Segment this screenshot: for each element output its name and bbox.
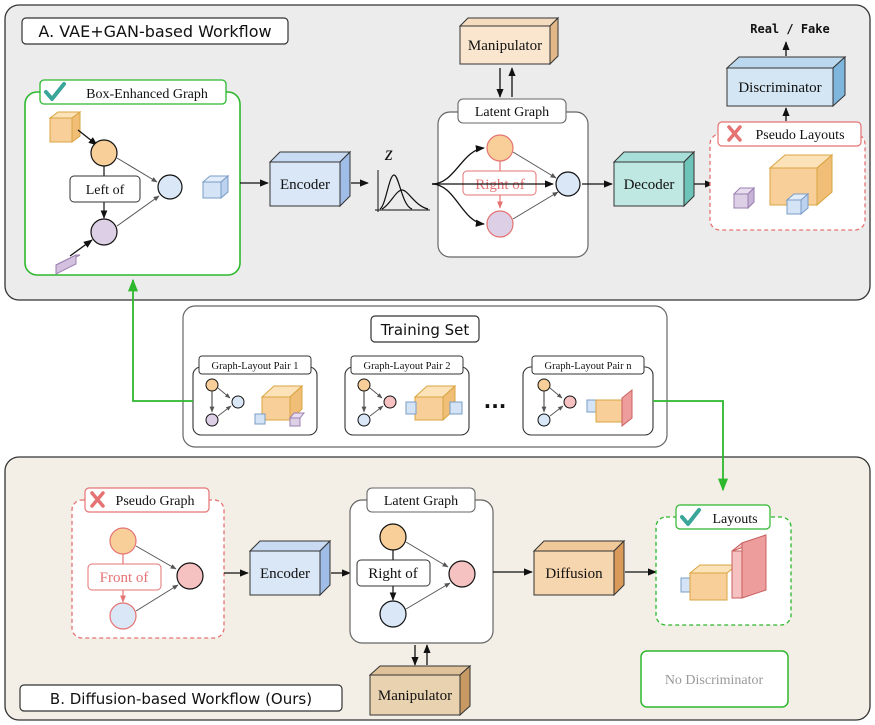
panel-b-title: B. Diffusion-based Workflow (Ours): [50, 690, 312, 708]
check-icon: [680, 508, 701, 526]
training-to-panel-a-arrow: [127, 278, 193, 402]
cross-icon: [90, 491, 105, 508]
distribution-icon: [375, 170, 430, 212]
latent-pink-node-b: [448, 560, 476, 588]
encoder-block-a: [268, 150, 352, 208]
latent-graph-title-a: Latent Graph: [475, 105, 549, 120]
decoder-label: Decoder: [624, 177, 675, 193]
pseudo-blue-node: [109, 602, 137, 630]
no-discriminator-box: [640, 650, 789, 708]
manipulator-block-b: [368, 664, 472, 717]
graph-layout-pair-n: Graph-Layout Pair n: [522, 355, 654, 436]
pair-1-label: Graph-Layout Pair 1: [212, 361, 299, 372]
decoder-block: [612, 150, 696, 208]
manipulator-label-b: Manipulator: [378, 688, 452, 704]
encoder-block-b: [248, 539, 332, 597]
pair-2-label: Graph-Layout Pair 2: [364, 361, 451, 372]
pseudo-layouts-title: Pseudo Layouts: [755, 128, 844, 143]
latent-blue-node-b: [379, 600, 407, 628]
blue-cube-icon: [201, 174, 230, 200]
training-set-title: Training Set: [380, 321, 470, 339]
latent-graph-title-b: Latent Graph: [384, 494, 458, 509]
panel-b: Pseudo Graph Front of Encoder Latent Gra…: [4, 456, 871, 721]
graph-layout-pair-1: Graph-Layout Pair 1: [192, 355, 318, 436]
no-discriminator-label: No Discriminator: [665, 673, 764, 688]
real-fake-label: Real / Fake: [750, 22, 829, 36]
diffusion-block: [532, 539, 626, 597]
edge-right-of-a: Right of: [475, 177, 525, 193]
edge-left-of: Left of: [86, 183, 125, 198]
latent-purple-node-a: [486, 210, 514, 238]
pairs-ellipsis: ...: [484, 389, 507, 413]
panel-a: A. VAE+GAN-based Workflow Box-Enhanced G…: [4, 4, 871, 301]
pair-n-label: Graph-Layout Pair n: [545, 361, 633, 372]
purple-bar-icon: [55, 254, 81, 275]
manipulator-block-a: [458, 16, 560, 66]
z-symbol: z: [384, 143, 393, 165]
latent-orange-node-a: [486, 134, 514, 162]
training-set: Training Set Graph-Layout Pair 1 Graph-L…: [182, 305, 668, 448]
panel-a-title: A. VAE+GAN-based Workflow: [38, 22, 271, 41]
edge-front-of: Front of: [100, 570, 149, 586]
pseudo-graph-title: Pseudo Graph: [116, 494, 195, 509]
check-icon: [44, 82, 66, 101]
diffusion-label: Diffusion: [545, 566, 603, 582]
graph-layout-pair-2: Graph-Layout Pair 2: [344, 355, 470, 436]
latent-blue-node-a: [555, 171, 581, 197]
orange-node: [90, 139, 118, 167]
layout-cubes: [680, 534, 767, 601]
layouts-title: Layouts: [712, 512, 757, 527]
discriminator-label: Discriminator: [738, 80, 821, 96]
encoder-label-b: Encoder: [260, 566, 310, 582]
box-graph-title: Box-Enhanced Graph: [86, 87, 208, 102]
latent-orange-node-b: [379, 523, 407, 551]
manipulator-label-a: Manipulator: [468, 38, 542, 54]
cross-icon: [727, 125, 742, 142]
pseudo-orange-node: [109, 527, 137, 555]
edge-right-of-b: Right of: [368, 566, 418, 582]
pseudo-layout-cubes: [732, 153, 834, 216]
discriminator-block: [725, 55, 847, 108]
blue-node: [157, 174, 183, 200]
encoder-label-a: Encoder: [280, 177, 330, 193]
pseudo-pink-node: [176, 562, 204, 590]
purple-node: [90, 218, 118, 246]
orange-cube-icon: [48, 111, 82, 143]
